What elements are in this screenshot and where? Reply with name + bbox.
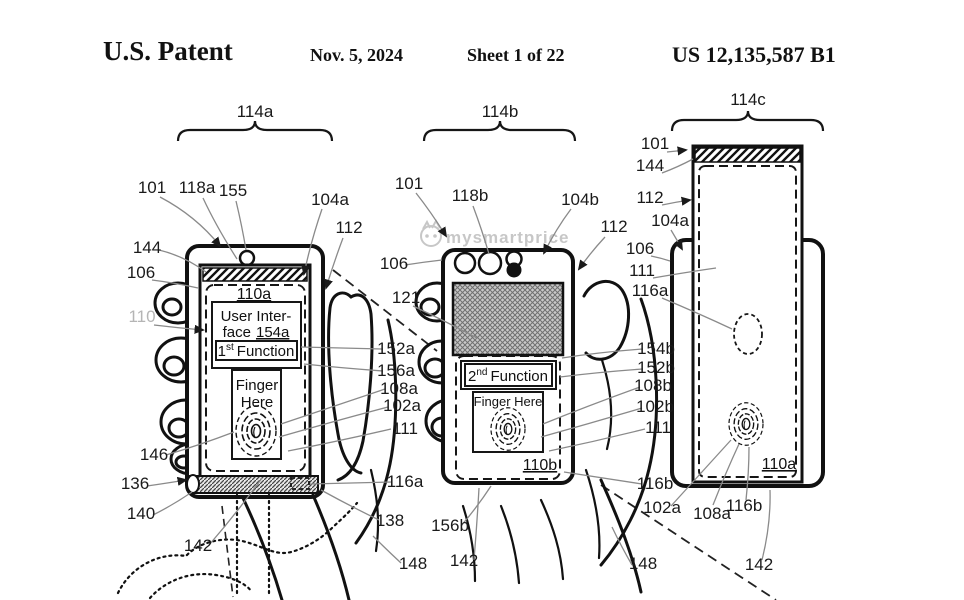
phone-1-bezel-hatch (202, 267, 308, 282)
ref-label-108a: 108a (380, 379, 418, 398)
ref-label-148: 148 (399, 554, 427, 573)
ref-label-116b: 116b (726, 496, 763, 515)
ref-label-112: 112 (335, 218, 362, 237)
ref-label-104b: 104b (561, 190, 599, 209)
ref-label-110: 110 (128, 307, 155, 326)
brace-114b (422, 120, 577, 142)
phone-2-display-region (455, 355, 561, 480)
ref-label-108b: 108b (634, 376, 672, 395)
bracket-label-114b: 114b (482, 102, 519, 121)
phone-1-ui-box (211, 301, 302, 369)
phone-2-function-box-outer (460, 360, 557, 390)
phone-3-bezel-hatch (694, 147, 801, 163)
ref-label-140: 140 (127, 504, 155, 523)
ref-label-156a: 156a (377, 361, 415, 380)
ref-label-155: 155 (219, 181, 247, 200)
patent-header-sheet: Sheet 1 of 22 (467, 45, 565, 65)
ref-label-118b: 118b (452, 186, 489, 205)
phone-2-camera-lens (506, 262, 522, 278)
ref-label-154b: 154b (637, 339, 675, 358)
ref-label-144: 144 (133, 238, 161, 257)
ref-label-108a: 108a (693, 504, 731, 523)
watermark-text: mysmartprice (446, 228, 570, 247)
phone-1-ui-ref: 154a (256, 324, 290, 341)
brace-114a (176, 120, 334, 142)
phone-1-ui-line1: User Inter- (221, 308, 292, 325)
patent-header-title: U.S. Patent (103, 36, 233, 66)
ref-label-111: 111 (645, 418, 671, 437)
ref-label-148: 148 (629, 554, 657, 573)
phone-1-camera (238, 249, 256, 267)
phone-3-sensor-outline (733, 313, 763, 355)
ref-label-101: 101 (641, 134, 669, 153)
phone-3-display-region (698, 165, 797, 478)
ref-label-116a: 116a (387, 472, 424, 491)
phone-2-camera-2 (477, 250, 503, 276)
ref-label-106: 106 (380, 254, 408, 273)
phone-1-finger-box (231, 369, 282, 460)
patent-header-number: US 12,135,587 B1 (672, 42, 836, 67)
ref-label-102a: 102a (643, 498, 681, 517)
hand-thumb-left (241, 291, 398, 600)
ref-label-144: 144 (636, 156, 664, 175)
phone-1-finger-line1: Finger (236, 377, 279, 394)
ref-label-111: 111 (392, 419, 418, 438)
ref-label-152b: 152b (637, 358, 675, 377)
brace-114c (670, 110, 825, 132)
ref-label-106: 106 (626, 239, 654, 258)
phone-1-roller-cap (186, 474, 200, 494)
ref-label-156b: 156b (431, 516, 469, 535)
phone-1-region-label: 110a (237, 286, 272, 303)
ref-label-116a: 116a (632, 281, 669, 300)
leader-lines (146, 146, 771, 566)
figure-114b (414, 120, 659, 594)
phone-2-finger-label: Finger Here (474, 394, 543, 409)
ref-label-104a: 104a (651, 211, 689, 230)
phone-1-sensor-outline (290, 477, 310, 490)
ref-label-136: 136 (121, 474, 149, 493)
figure-114c (670, 110, 825, 488)
phone-1-finger-line2: Here (241, 394, 274, 411)
ref-label-106: 106 (127, 263, 155, 282)
phone-2-region-label: 110b (523, 457, 558, 474)
ref-label-138: 138 (376, 511, 404, 530)
ref-label-118a: 118a (179, 178, 216, 197)
projection-lines (332, 269, 777, 600)
phone-2-function-box-inner (464, 363, 553, 387)
ref-label-116b: 116b (637, 474, 674, 493)
hand-wrist-middle (461, 478, 643, 594)
phone-2-upper-screen (451, 281, 565, 357)
bracket-label-114c: 114c (730, 90, 766, 109)
bracket-label-114a: 114a (237, 102, 274, 121)
ref-label-112: 112 (600, 217, 627, 236)
phone-1-ui-line2-word: face (223, 324, 251, 341)
ref-label-142: 142 (184, 536, 212, 555)
ref-label-152a: 152a (377, 339, 415, 358)
ref-label-112: 112 (636, 188, 663, 207)
ref-label-104a: 104a (311, 190, 349, 209)
ref-label-102b: 102b (636, 397, 674, 416)
ref-label-101: 101 (395, 174, 423, 193)
phone-1-function-box (215, 340, 298, 361)
ref-label-146: 146 (140, 445, 168, 464)
phone-3-region-label: 110a (762, 456, 797, 473)
ref-label-111: 111 (629, 261, 655, 280)
phone-2-finger-box (472, 391, 544, 453)
phone-2-camera-1 (453, 251, 477, 275)
ref-label-142: 142 (745, 555, 773, 574)
ref-label-121: 121 (392, 288, 420, 307)
ref-label-101: 101 (138, 178, 166, 197)
patent-header-date: Nov. 5, 2024 (310, 45, 404, 65)
ref-label-102a: 102a (383, 396, 421, 415)
ref-label-142: 142 (450, 551, 478, 570)
watermark: mysmartprice (420, 218, 570, 247)
